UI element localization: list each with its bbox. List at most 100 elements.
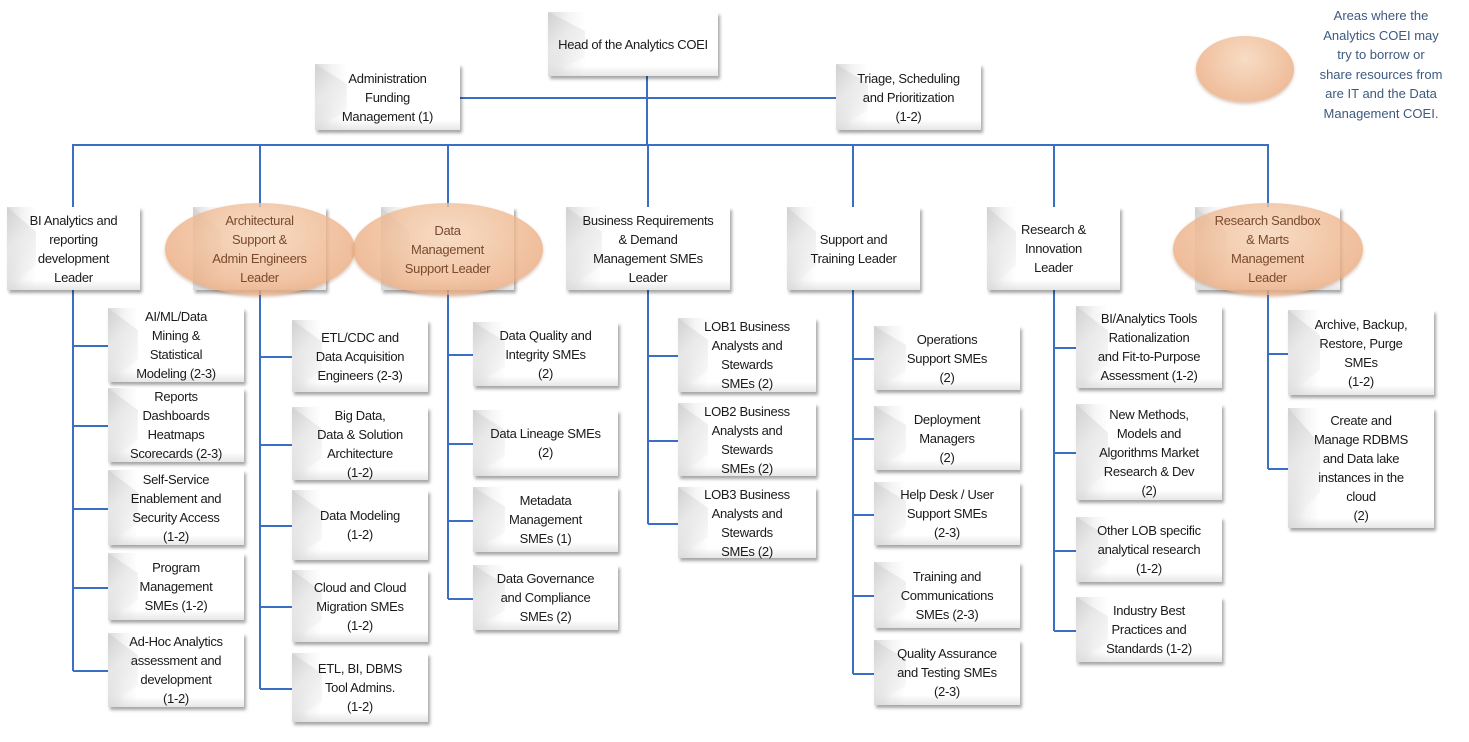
connector-child-branch [648, 355, 678, 357]
connector-child-branch [853, 438, 874, 440]
legend-text: Areas where the Analytics COEI may try t… [1319, 8, 1443, 121]
child-label: LOB3 Business Analysts and Stewards SMEs… [704, 486, 790, 559]
child-box[interactable]: Quality Assurance and Testing SMEs (2-3) [874, 640, 1020, 705]
child-box[interactable]: Other LOB specific analytical research (… [1076, 517, 1222, 582]
connector-leader-drop [72, 144, 74, 207]
connector-child-branch [853, 595, 874, 597]
connector-child-branch [1268, 468, 1288, 470]
connector-children-spine [647, 290, 649, 524]
connector-child-branch [260, 688, 292, 690]
connector-child-branch [260, 356, 292, 358]
leader-box[interactable]: BI Analytics and reporting development L… [7, 207, 140, 290]
head-label: Head of the Analytics COEI [558, 36, 708, 52]
child-box[interactable]: New Methods, Models and Algorithms Marke… [1076, 404, 1222, 500]
shared-resource-ellipse [164, 203, 355, 295]
connector-child-branch [73, 508, 108, 510]
connector-child-branch [853, 673, 874, 675]
child-box[interactable]: LOB3 Business Analysts and Stewards SMEs… [678, 486, 816, 559]
child-box[interactable]: Big Data, Data & Solution Architecture (… [292, 407, 428, 480]
child-box[interactable]: Reports Dashboards Heatmaps Scorecards (… [108, 388, 244, 462]
child-label: Self-Service Enablement and Security Acc… [130, 471, 222, 544]
child-label: Archive, Backup, Restore, Purge SMEs (1-… [1314, 316, 1408, 389]
child-box[interactable]: Ad-Hoc Analytics assessment and developm… [108, 633, 244, 707]
child-label: AI/ML/Data Mining & Statistical Modeling… [136, 309, 216, 381]
child-box[interactable]: Program Management SMEs (1-2) [108, 553, 244, 620]
child-label: LOB1 Business Analysts and Stewards SMEs… [704, 319, 790, 391]
child-box[interactable]: Help Desk / User Support SMEs (2-3) [874, 482, 1020, 545]
connector-leader-drop [647, 144, 649, 207]
connector-head-trunk [646, 76, 648, 146]
leader-box[interactable]: Research & Innovation Leader [987, 207, 1120, 290]
child-box[interactable]: BI/Analytics Tools Rationalization and F… [1076, 306, 1222, 388]
child-label: Quality Assurance and Testing SMEs (2-3) [897, 646, 997, 699]
child-box[interactable]: Create and Manage RDBMS and Data lake in… [1288, 408, 1434, 528]
connector-children-spine [1267, 290, 1269, 469]
leader-label-shared: Data Management Support Leader [404, 222, 491, 276]
child-label: BI/Analytics Tools Rationalization and F… [1097, 311, 1201, 383]
child-label: New Methods, Models and Algorithms Marke… [1099, 406, 1199, 498]
child-box[interactable]: Operations Support SMEs (2) [874, 326, 1020, 390]
staff-box-triage[interactable]: Triage, Scheduling and Prioritization (1… [836, 64, 981, 130]
child-box[interactable]: Data Lineage SMEs (2) [473, 410, 618, 476]
connector-leader-drop [1267, 144, 1269, 207]
leader-label: BI Analytics and reporting development L… [29, 212, 118, 285]
leader-label: Research & Innovation Leader [1021, 222, 1086, 275]
leader-box[interactable]: Support and Training Leader [787, 207, 920, 290]
connector-child-branch [853, 514, 874, 516]
connector-leaders-bar [72, 144, 1269, 146]
leader-label-shared: Research Sandbox & Marts Management Lead… [1214, 213, 1321, 285]
child-label: Help Desk / User Support SMEs (2-3) [900, 487, 994, 540]
staff-label: Triage, Scheduling and Prioritization (1… [857, 70, 960, 124]
connector-child-branch [73, 587, 108, 589]
child-box[interactable]: Data Modeling (1-2) [292, 490, 428, 560]
connector-child-branch [1054, 347, 1076, 349]
child-box[interactable]: ETL/CDC and Data Acquisition Engineers (… [292, 320, 428, 392]
child-box[interactable]: Data Quality and Integrity SMEs (2) [473, 322, 618, 386]
child-box[interactable]: AI/ML/Data Mining & Statistical Modeling… [108, 308, 244, 382]
staff-box-administration[interactable]: Administration Funding Management (1) [315, 64, 460, 130]
connector-child-branch [1054, 452, 1076, 454]
child-box[interactable]: Training and Communications SMEs (2-3) [874, 562, 1020, 628]
child-box[interactable]: Deployment Managers (2) [874, 406, 1020, 470]
connector-child-branch [648, 440, 678, 442]
child-label: ETL/CDC and Data Acquisition Engineers (… [315, 329, 405, 383]
connector-child-branch [1268, 353, 1288, 355]
child-label: Reports Dashboards Heatmaps Scorecards (… [129, 389, 222, 461]
staff-label: Administration Funding Management (1) [341, 70, 434, 124]
child-box[interactable]: LOB1 Business Analysts and Stewards SMEs… [678, 318, 816, 392]
child-box[interactable]: Self-Service Enablement and Security Acc… [108, 470, 244, 545]
connector-leader-drop [852, 144, 854, 207]
child-box[interactable]: Data Governance and Compliance SMEs (2) [473, 565, 618, 630]
connector-child-branch [448, 598, 473, 600]
connector-child-branch [448, 443, 473, 445]
child-box[interactable]: ETL, BI, DBMS Tool Admins. (1-2) [292, 653, 428, 722]
connector-children-spine [1053, 290, 1055, 631]
leader-box[interactable]: Business Requirements & Demand Managemen… [566, 207, 730, 290]
child-box[interactable]: Metadata Management SMEs (1) [473, 487, 618, 552]
child-box[interactable]: Industry Best Practices and Standards (1… [1076, 597, 1222, 662]
connector-leader-drop [1053, 144, 1055, 207]
child-label: ETL, BI, DBMS Tool Admins. (1-2) [317, 661, 403, 714]
connector-child-branch [73, 345, 108, 347]
child-label: Program Management SMEs (1-2) [139, 560, 213, 613]
connector-child-branch [73, 425, 108, 427]
child-label: Big Data, Data & Solution Architecture (… [317, 407, 403, 480]
child-box[interactable]: LOB2 Business Analysts and Stewards SMEs… [678, 403, 816, 476]
connector-children-spine [259, 290, 261, 689]
connector-child-branch [260, 606, 292, 608]
child-box[interactable]: Cloud and Cloud Migration SMEs (1-2) [292, 570, 428, 642]
connector-leader-drop [259, 144, 261, 207]
child-label: Data Quality and Integrity SMEs (2) [499, 327, 592, 381]
child-label: Industry Best Practices and Standards (1… [1106, 603, 1192, 656]
child-label: Training and Communications SMEs (2-3) [900, 568, 994, 622]
shared-resource-ellipse [352, 203, 543, 295]
connector-staff-bar [460, 97, 840, 99]
head-box[interactable]: Head of the Analytics COEI [548, 12, 718, 76]
child-box[interactable]: Archive, Backup, Restore, Purge SMEs (1-… [1288, 310, 1434, 395]
connector-child-branch [1054, 550, 1076, 552]
child-label: Operations Support SMEs (2) [906, 331, 988, 385]
leader-label: Business Requirements & Demand Managemen… [582, 212, 714, 285]
connector-child-branch [1054, 630, 1076, 632]
child-label: Metadata Management SMEs (1) [509, 493, 582, 546]
